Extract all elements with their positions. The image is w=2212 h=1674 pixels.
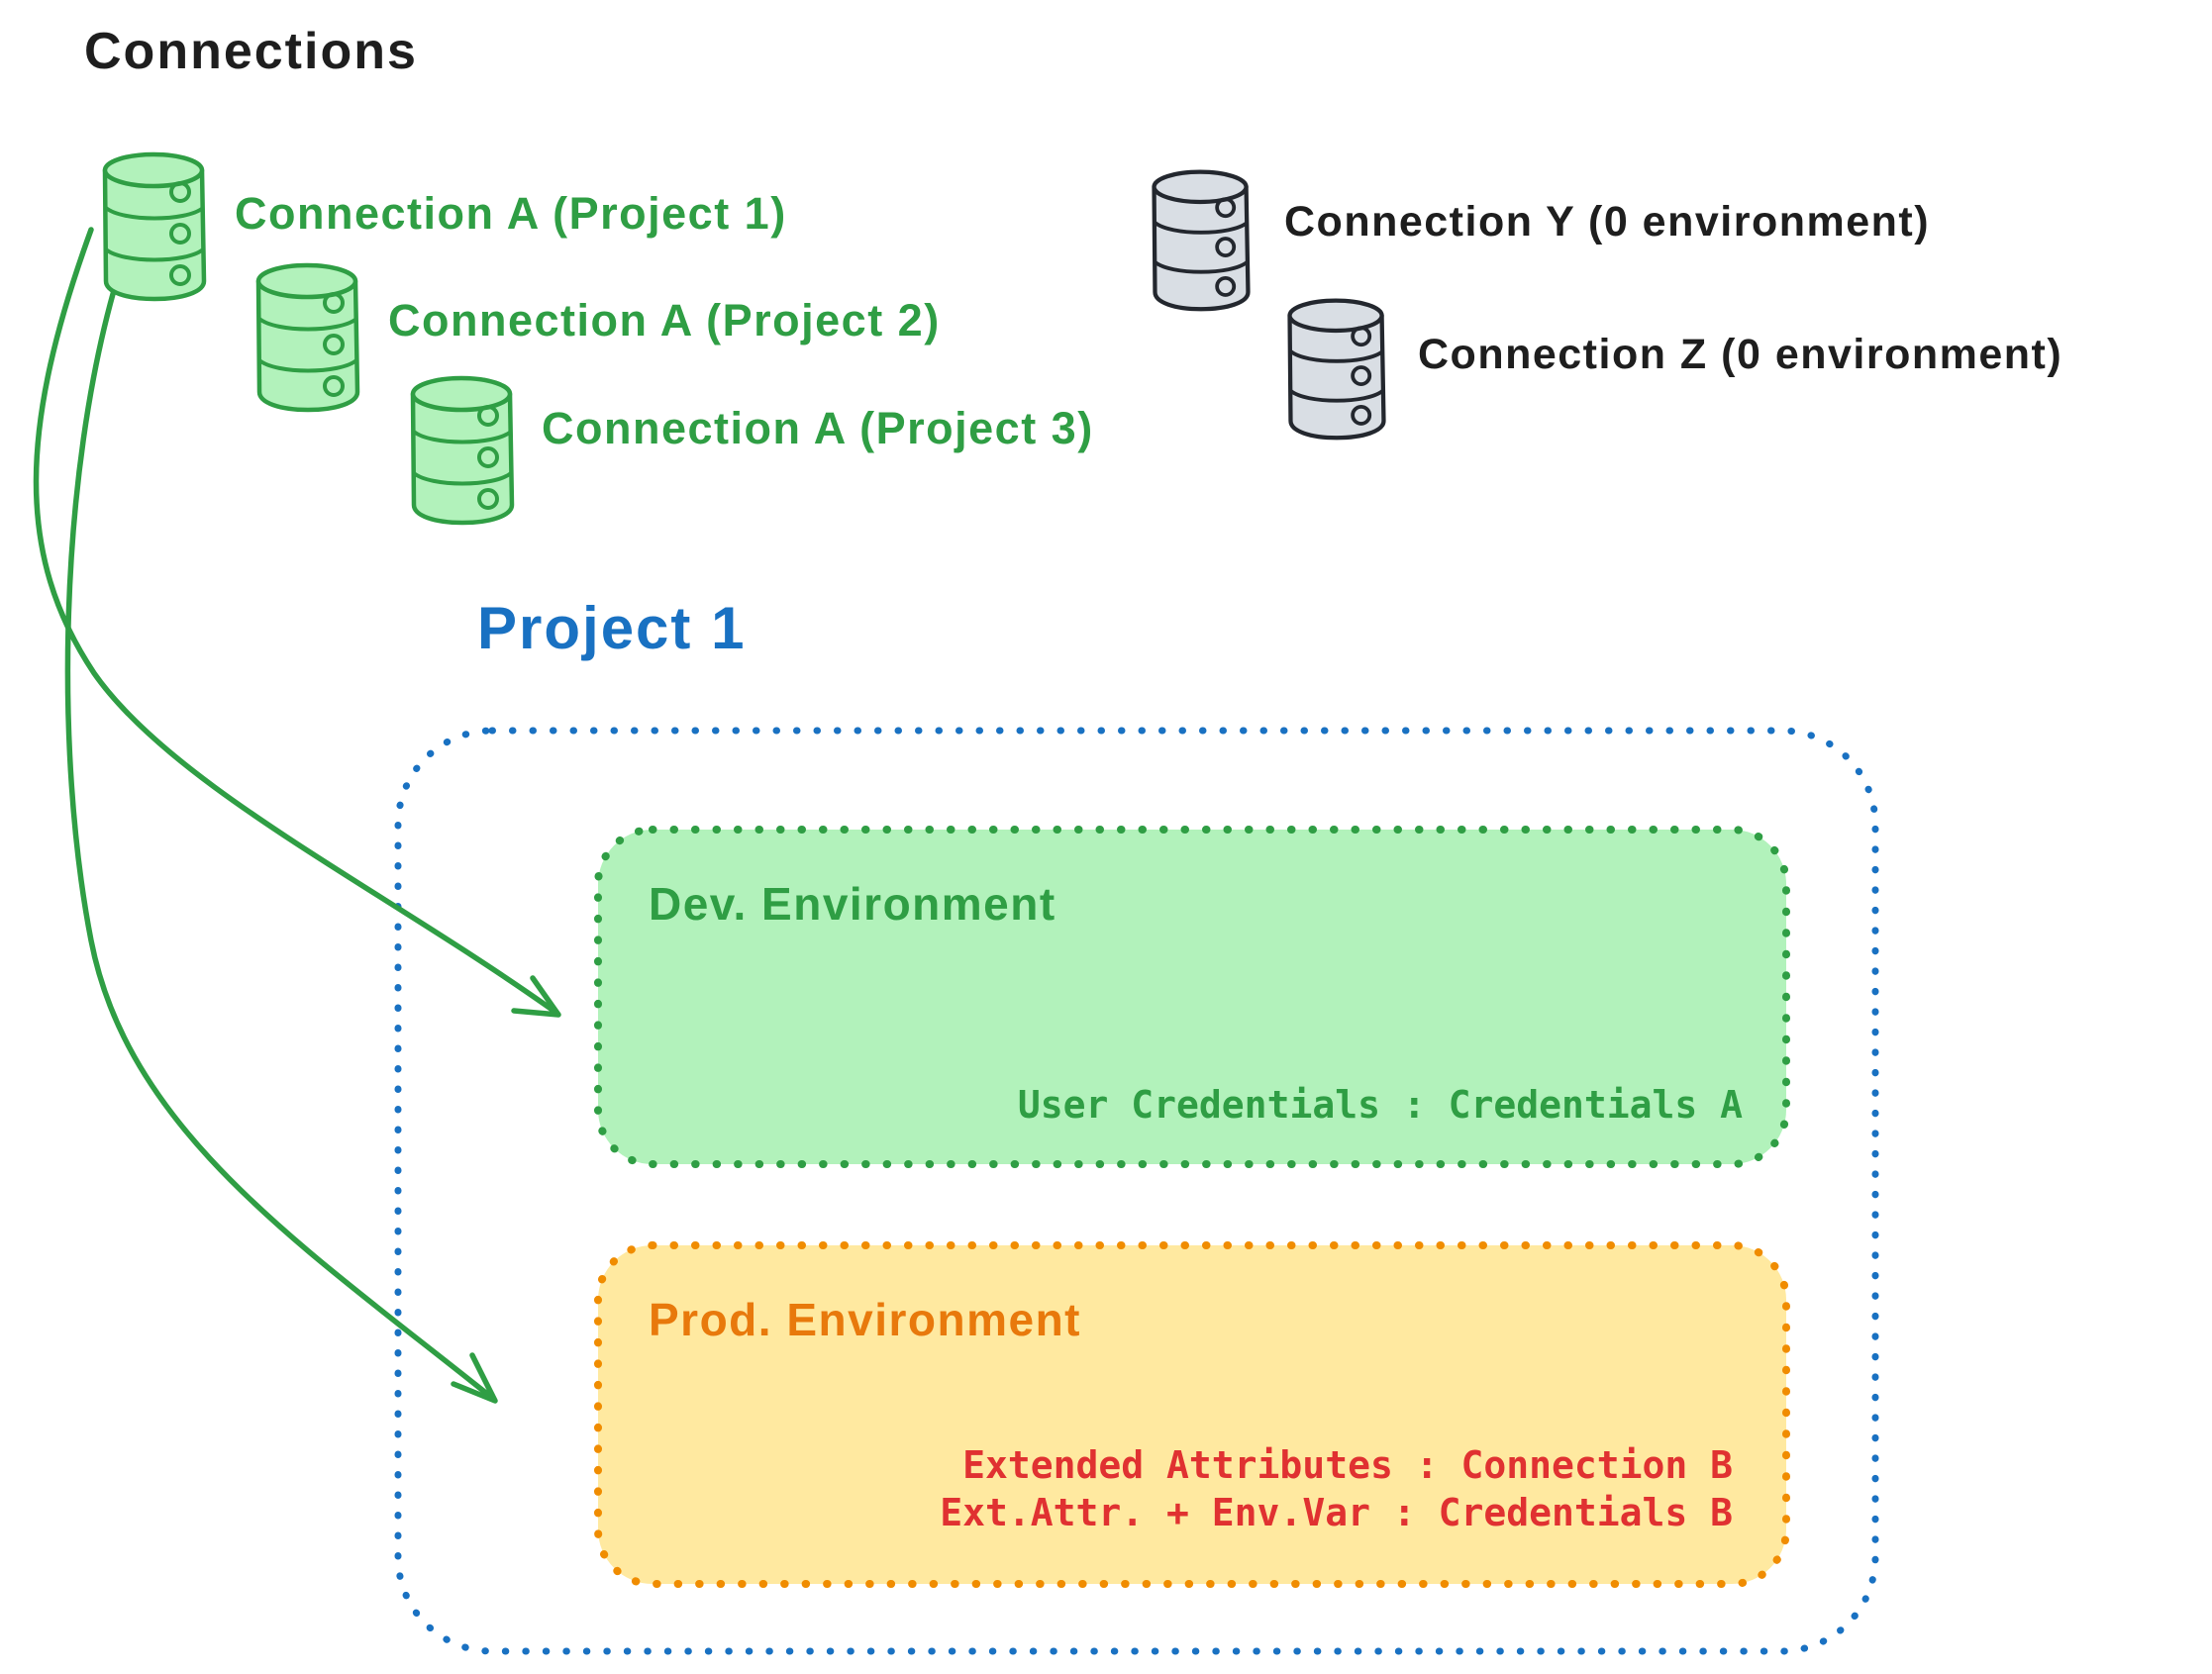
connection-a-project-2-label: Connection A (Project 2)	[388, 295, 941, 345]
database-icon	[102, 151, 207, 302]
database-icon	[1287, 298, 1386, 441]
database-icon	[1152, 169, 1251, 312]
dev-environment-credentials-text: User Credentials : Credentials A	[1017, 1083, 1743, 1127]
project-1-title: Project 1	[477, 595, 747, 661]
connection-a-project-3-label: Connection A (Project 3)	[542, 403, 1094, 453]
project-1-container-box	[394, 727, 1879, 1655]
arrow-connection-a-to-dev-environment	[33, 227, 561, 1018]
dev-environment-title: Dev. Environment	[649, 878, 1056, 930]
dev-environment-box	[594, 826, 1790, 1168]
database-icon	[410, 375, 515, 526]
prod-environment-box	[594, 1241, 1790, 1588]
connection-y-label: Connection Y (0 environment)	[1284, 198, 1931, 246]
prod-credentials-line-2: Ext.Attr. + Env.Var : Credentials B	[940, 1491, 1733, 1534]
database-icon	[255, 262, 360, 413]
connection-z-label: Connection Z (0 environment)	[1418, 331, 2063, 378]
prod-environment-credentials-text: Extended Attributes : Connection B Ext.A…	[598, 1441, 1733, 1536]
page-title: Connections	[84, 23, 418, 80]
arrow-connection-a-to-prod-environment	[64, 277, 498, 1404]
prod-credentials-line-1: Extended Attributes : Connection B	[962, 1443, 1733, 1487]
connection-a-project-1-label: Connection A (Project 1)	[235, 188, 787, 239]
prod-environment-title: Prod. Environment	[649, 1294, 1081, 1345]
